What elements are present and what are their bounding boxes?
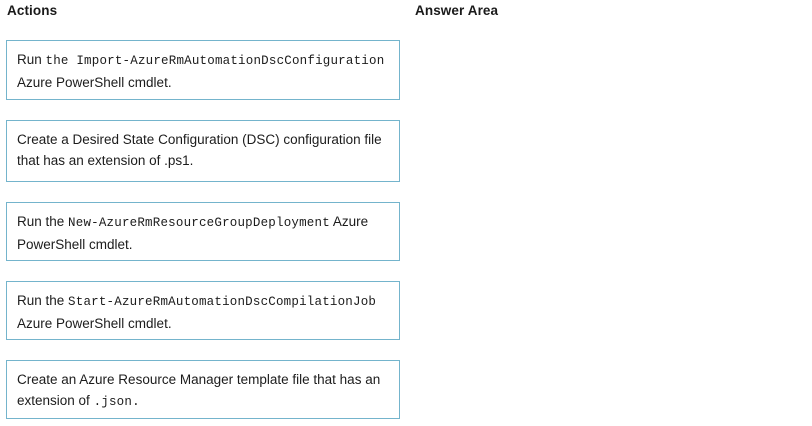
action-card-text: Run the New-AzureRmResourceGroupDeployme… <box>17 211 389 255</box>
text-run-mono: the Import-AzureRmAutomation <box>45 54 262 68</box>
text-run-mono: Deployment <box>252 216 330 230</box>
text-run-proportional: Create an Azure Resource Manager templat… <box>17 372 381 408</box>
action-card-new-resource-group-deployment[interactable]: Run the New-AzureRmResourceGroupDeployme… <box>6 202 400 261</box>
action-card-import-dsc-configuration[interactable]: Run the Import-AzureRmAutomationDscConfi… <box>6 40 400 100</box>
text-run-proportional: Create a Desired State Configuration (DS… <box>17 132 382 168</box>
action-card-text: Run the Start-AzureRmAutomationDscCompil… <box>17 290 389 334</box>
action-card-create-arm-template-file[interactable]: Create an Azure Resource Manager templat… <box>6 360 400 419</box>
text-run-mono: CompilationJob <box>268 295 377 309</box>
column-header-answer-area: Answer Area <box>415 3 499 18</box>
text-run-mono: Start-AzureRmAutomationDsc <box>68 295 269 309</box>
action-card-create-dsc-configuration-file[interactable]: Create a Desired State Configuration (DS… <box>6 120 400 182</box>
actions-list: Run the Import-AzureRmAutomationDscConfi… <box>6 40 400 419</box>
answer-area-dropzone[interactable] <box>415 40 805 422</box>
action-card-text: Run the Import-AzureRmAutomationDscConfi… <box>17 49 389 93</box>
action-card-start-dsc-compilation-job[interactable]: Run the Start-AzureRmAutomationDscCompil… <box>6 281 400 340</box>
text-run-mono: .json. <box>93 395 140 409</box>
action-card-text: Create an Azure Resource Manager templat… <box>17 369 389 413</box>
text-run-proportional: Run the <box>17 293 69 308</box>
text-run-mono: DscConfiguration <box>261 54 385 68</box>
action-card-text: Create a Desired State Configuration (DS… <box>17 129 389 171</box>
text-run-proportional: Run <box>17 52 46 67</box>
text-run-proportional: Azure PowerShell cmdlet. <box>17 75 172 90</box>
text-run-proportional: Run the <box>17 214 69 229</box>
text-run-mono: New-AzureRmResourceGroup <box>68 216 253 230</box>
text-run-proportional: Azure PowerShell cmdlet. <box>17 214 369 252</box>
text-run-proportional: Azure PowerShell cmdlet. <box>17 316 172 331</box>
column-header-actions: Actions <box>7 3 58 18</box>
